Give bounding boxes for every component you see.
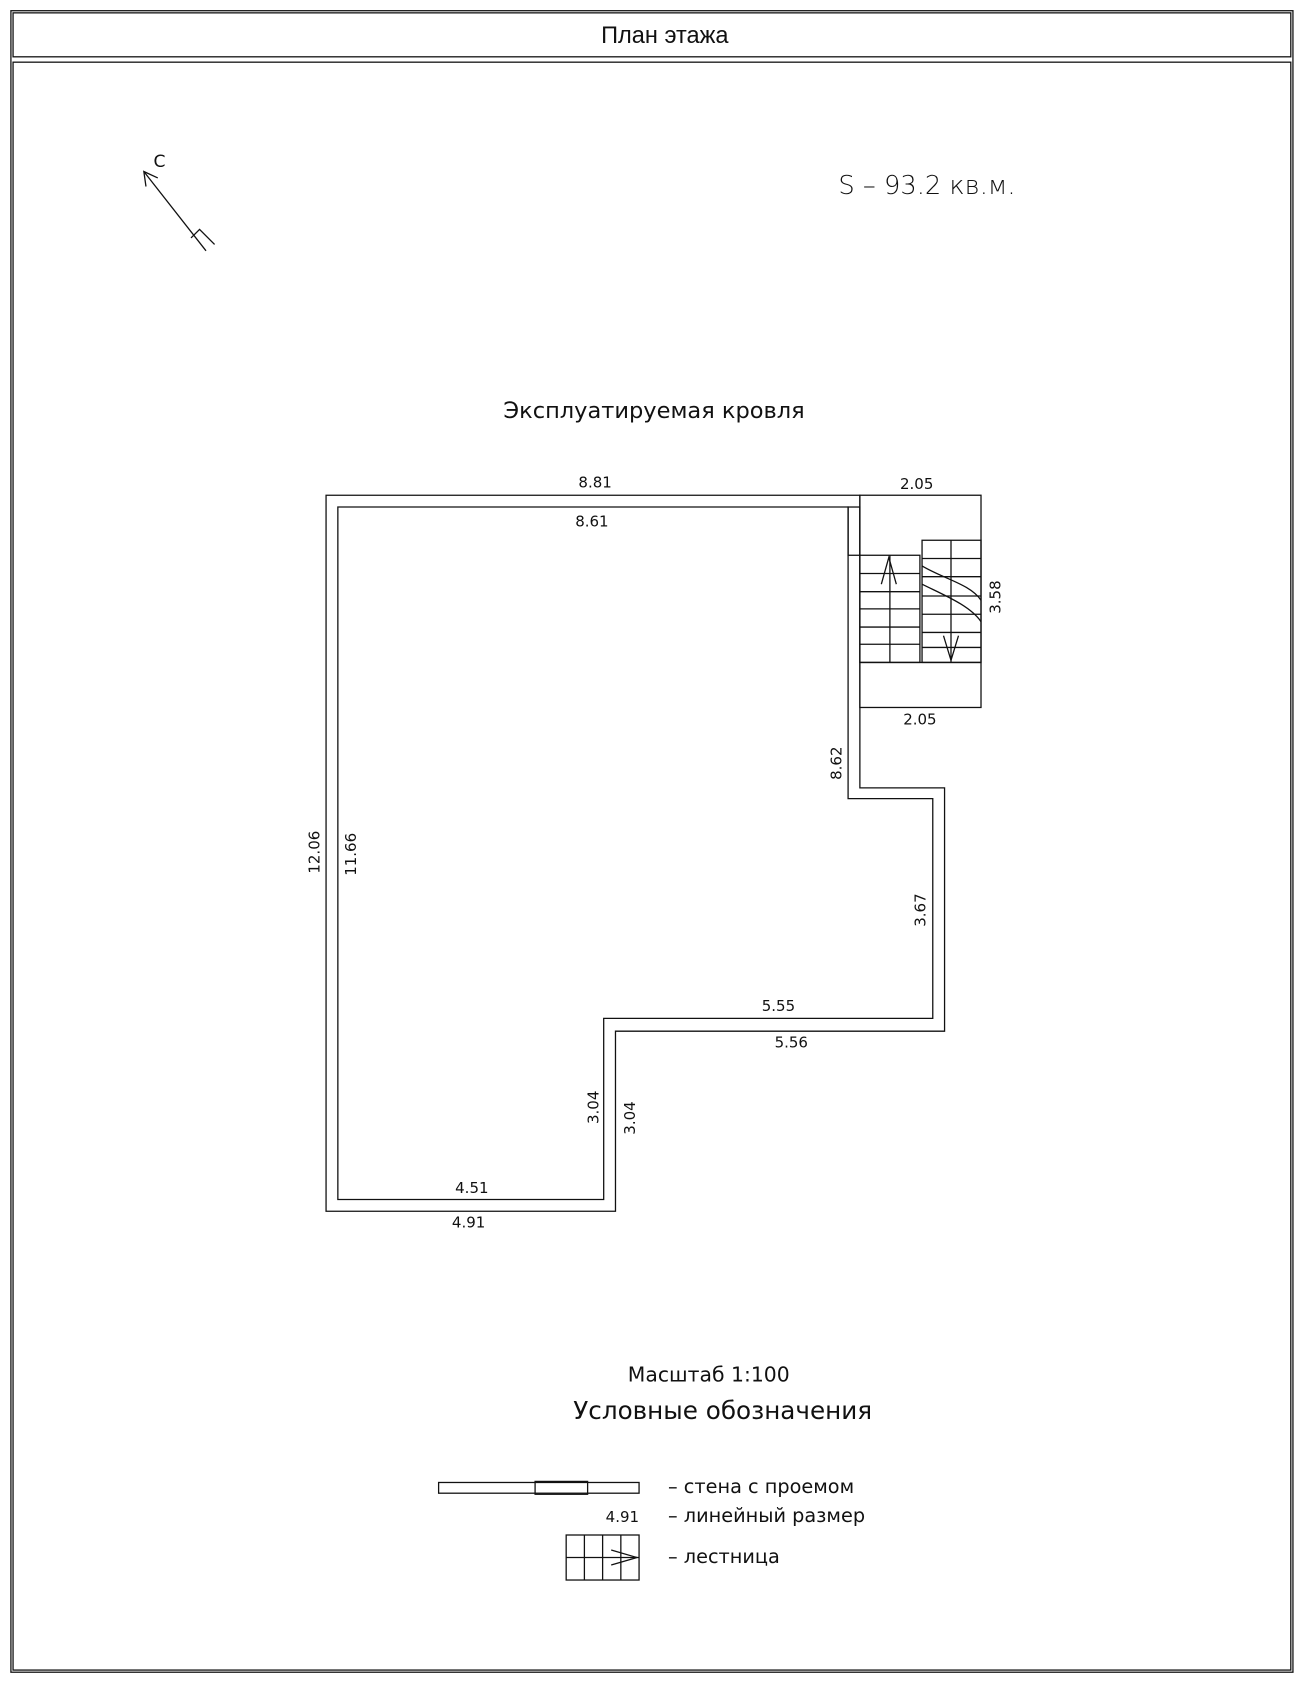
dim-notch-outer: 3.04 [621,1101,639,1134]
legend-wall-icon [437,1480,640,1495]
area-label: S – 93.2 кв.м. [838,171,1015,201]
legend-wall-label: – стена с проемом [668,1475,854,1498]
legend-dim-label: – линейный размер [668,1504,865,1527]
sheet-frame [10,10,1294,1673]
page-title: План этажа [601,22,729,48]
dim-bottom-inner: 4.51 [455,1179,488,1197]
dim-top-outer: 8.81 [578,474,611,492]
north-arrow-icon [143,170,216,252]
legend-title: Условные обозначения [573,1396,872,1425]
dim-notch-inner: 3.04 [584,1091,602,1124]
legend-dim-sample: 4.91 [606,1508,639,1526]
title-box [12,12,1292,58]
staircase [859,494,982,709]
dim-stair-top: 2.05 [900,475,933,493]
dim-left-inner: 11.66 [342,833,360,876]
content-box [12,61,1292,1671]
dim-step-inner: 5.55 [762,997,795,1015]
roof-label: Эксплуатируемая кровля [503,398,804,424]
dim-bottom-outer: 4.91 [452,1213,485,1231]
legend-stair-label: – лестница [668,1545,780,1568]
legend-stair-icon [565,1534,640,1581]
dim-step-outer: 5.56 [775,1033,808,1051]
dim-stair-bottom: 2.05 [903,711,936,729]
dim-top-inner: 8.61 [575,512,608,530]
dim-stair-side: 3.58 [986,580,1004,613]
dim-left-outer: 12.06 [306,831,324,874]
scale-label: Масштаб 1:100 [628,1363,790,1387]
north-label: С [153,152,165,172]
dim-right-upper: 8.62 [828,747,846,780]
dim-right-lower: 3.67 [911,893,929,926]
